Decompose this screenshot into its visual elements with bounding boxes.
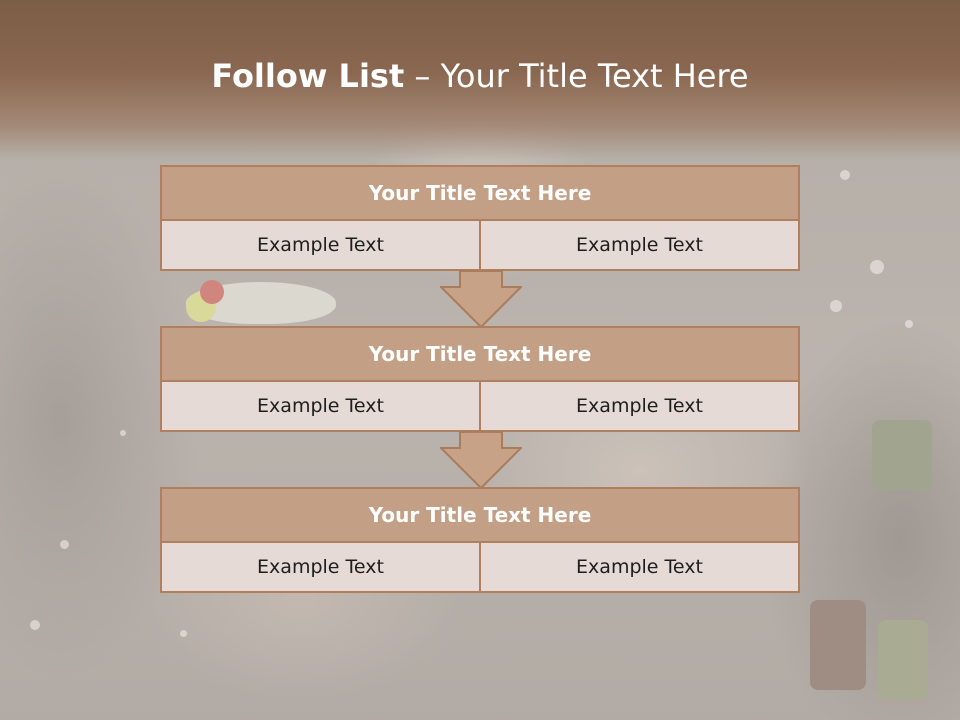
bokeh-light	[60, 540, 69, 549]
title-bold: Follow List	[211, 57, 405, 95]
step-row: Example Text Example Text	[160, 221, 800, 271]
step-row: Example Text Example Text	[160, 382, 800, 432]
step-title: Your Title Text Here	[160, 326, 800, 382]
step-block: Your Title Text Here Example Text Exampl…	[160, 487, 800, 593]
bottle	[872, 420, 932, 490]
step-title: Your Title Text Here	[160, 165, 800, 221]
bokeh-light	[30, 620, 40, 630]
bokeh-light	[830, 300, 842, 312]
step-cell-right: Example Text	[481, 382, 800, 432]
step-cell-right: Example Text	[481, 543, 800, 593]
bottle	[878, 620, 928, 700]
bottle	[810, 600, 866, 690]
down-arrow-icon	[440, 270, 522, 328]
step-title: Your Title Text Here	[160, 487, 800, 543]
bokeh-light	[180, 630, 187, 637]
step-row: Example Text Example Text	[160, 543, 800, 593]
step-cell-left: Example Text	[160, 221, 481, 271]
bokeh-light	[120, 430, 126, 436]
bokeh-light	[870, 260, 884, 274]
bokeh-light	[840, 170, 850, 180]
step-block: Your Title Text Here Example Text Exampl…	[160, 165, 800, 271]
title-bar	[0, 0, 960, 160]
step-block: Your Title Text Here Example Text Exampl…	[160, 326, 800, 432]
bokeh-light	[905, 320, 913, 328]
step-cell-left: Example Text	[160, 382, 481, 432]
step-cell-left: Example Text	[160, 543, 481, 593]
slide-title: Follow List – Your Title Text Here	[0, 54, 960, 98]
step-cell-right: Example Text	[481, 221, 800, 271]
down-arrow-icon	[440, 431, 522, 489]
title-rest: – Your Title Text Here	[404, 57, 749, 95]
cherry	[200, 280, 224, 304]
